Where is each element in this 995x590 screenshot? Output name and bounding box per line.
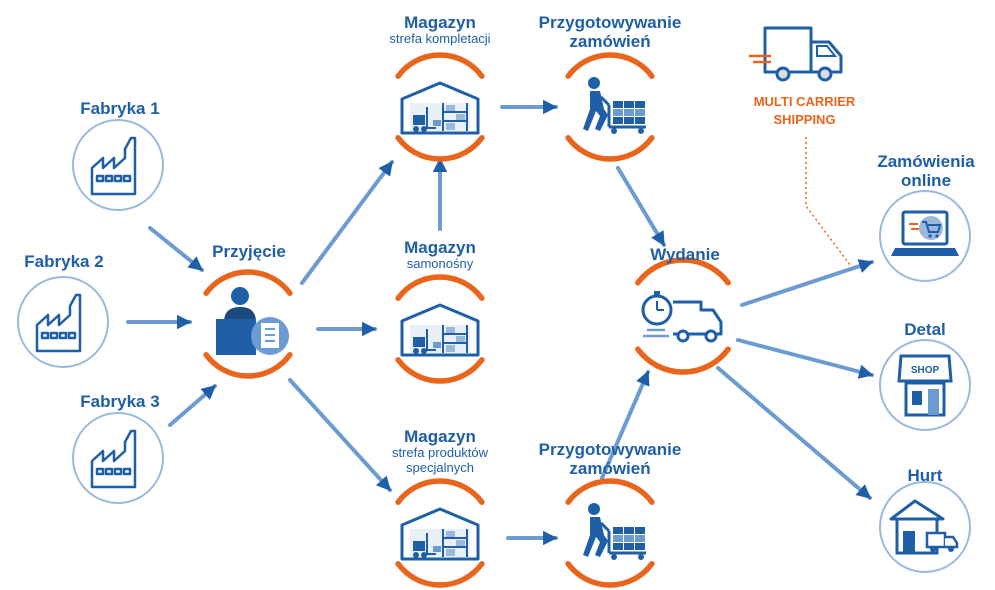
hurt-label: Hurt bbox=[907, 466, 943, 485]
przyjecie-label: Przyjęcie bbox=[212, 242, 286, 261]
warehouse-icon bbox=[400, 81, 480, 135]
factory-node-2 bbox=[17, 276, 109, 368]
warehouse-icon bbox=[400, 303, 480, 357]
factory-icon bbox=[90, 136, 137, 196]
connectors bbox=[126, 99, 874, 546]
multi-carrier-line1: MULTI CARRIER bbox=[753, 94, 856, 109]
magazyn-specjalnych-subtitle-2: specjalnych bbox=[406, 459, 474, 475]
connector-przygotowanie-wydanie bbox=[616, 166, 666, 247]
laptop-cart-icon bbox=[891, 210, 959, 256]
magazyn-specjalnych-label: Magazyn strefa produktów specjalnych bbox=[360, 427, 520, 475]
connector-przyjecie-specjalnych bbox=[288, 378, 392, 492]
przygotowywanie-bottom-line2: zamówień bbox=[569, 459, 651, 479]
magazyn-kompletacji-node bbox=[388, 52, 492, 162]
magazyn-samonosny-subtitle: samonośny bbox=[406, 256, 474, 272]
przygotowywanie-bottom-node bbox=[558, 478, 662, 588]
shop-icon: SHOP bbox=[897, 354, 953, 417]
magazyn-samonosny-label: Magazyn samonośny bbox=[360, 238, 520, 272]
zamowienia-online-line2: online bbox=[900, 171, 952, 191]
magazyn-kompletacji-title: Magazyn bbox=[404, 13, 476, 32]
connector-przygotowanie-wydanie-2 bbox=[600, 370, 650, 480]
przygotowywanie-top-line2: zamówień bbox=[569, 32, 651, 52]
detal-node: SHOP bbox=[879, 339, 971, 431]
connector-przyjecie-kompletacja bbox=[300, 160, 394, 285]
przygotowywanie-top-label: Przygotowywanie zamówień bbox=[520, 13, 700, 51]
connector-wydanie-online bbox=[740, 259, 874, 307]
magazyn-specjalnych-node bbox=[388, 478, 492, 588]
fabryka3-label: Fabryka 3 bbox=[80, 392, 160, 411]
przyjecie-node bbox=[196, 269, 300, 379]
factory-node-1 bbox=[72, 119, 164, 211]
przygotowywanie-bottom-label: Przygotowywanie zamówień bbox=[520, 440, 700, 478]
magazyn-samonosny-node bbox=[388, 274, 492, 384]
zamowienia-online-line1: Zamówienia bbox=[877, 152, 975, 171]
fabryka2-label: Fabryka 2 bbox=[24, 252, 104, 271]
connector-fabryka3-przyjecie bbox=[168, 384, 217, 427]
connector-wydanie-detal bbox=[736, 338, 874, 379]
hurt-node bbox=[879, 481, 971, 573]
connector-wydanie-hurt bbox=[716, 366, 872, 500]
worker-pallet-icon bbox=[583, 503, 646, 560]
warehouse-icon bbox=[400, 507, 480, 561]
factory-icon bbox=[90, 429, 137, 489]
przygotowywanie-top-line1: Przygotowywanie bbox=[538, 13, 682, 32]
magazyn-specjalnych-subtitle-1: strefa produktów bbox=[391, 445, 489, 461]
shop-sign: SHOP bbox=[911, 365, 940, 376]
magazyn-specjalnych-title: Magazyn bbox=[404, 427, 476, 446]
wholesale-icon bbox=[889, 499, 959, 555]
magazyn-kompletacji-label: Magazyn strefa kompletacji bbox=[360, 13, 520, 47]
receptionist-icon bbox=[216, 287, 289, 355]
magazyn-samonosny-title: Magazyn bbox=[404, 238, 476, 257]
przygotowywanie-bottom-line1: Przygotowywanie bbox=[538, 440, 682, 459]
wydanie-label: Wydanie bbox=[650, 245, 720, 264]
factory-node-3 bbox=[72, 412, 164, 504]
zamowienia-online-label: Zamówienia online bbox=[862, 152, 990, 190]
delivery-truck-icon bbox=[641, 291, 723, 343]
magazyn-kompletacji-subtitle: strefa kompletacji bbox=[389, 31, 491, 47]
przygotowywanie-top-node bbox=[558, 52, 662, 162]
factory-icon bbox=[35, 293, 82, 353]
multi-carrier-label: MULTI CARRIER SHIPPING bbox=[730, 93, 879, 128]
multi-carrier-dotted-link bbox=[805, 137, 851, 266]
connector-fabryka1-przyjecie bbox=[148, 226, 204, 272]
wydanie-node bbox=[627, 257, 739, 375]
fabryka1-label: Fabryka 1 bbox=[80, 99, 160, 118]
multi-carrier-line2: SHIPPING bbox=[773, 111, 836, 127]
multi-carrier-truck-icon bbox=[749, 26, 843, 82]
worker-pallet-icon bbox=[583, 77, 646, 134]
detal-label: Detal bbox=[904, 320, 946, 339]
zamowienia-online-node bbox=[879, 190, 971, 282]
